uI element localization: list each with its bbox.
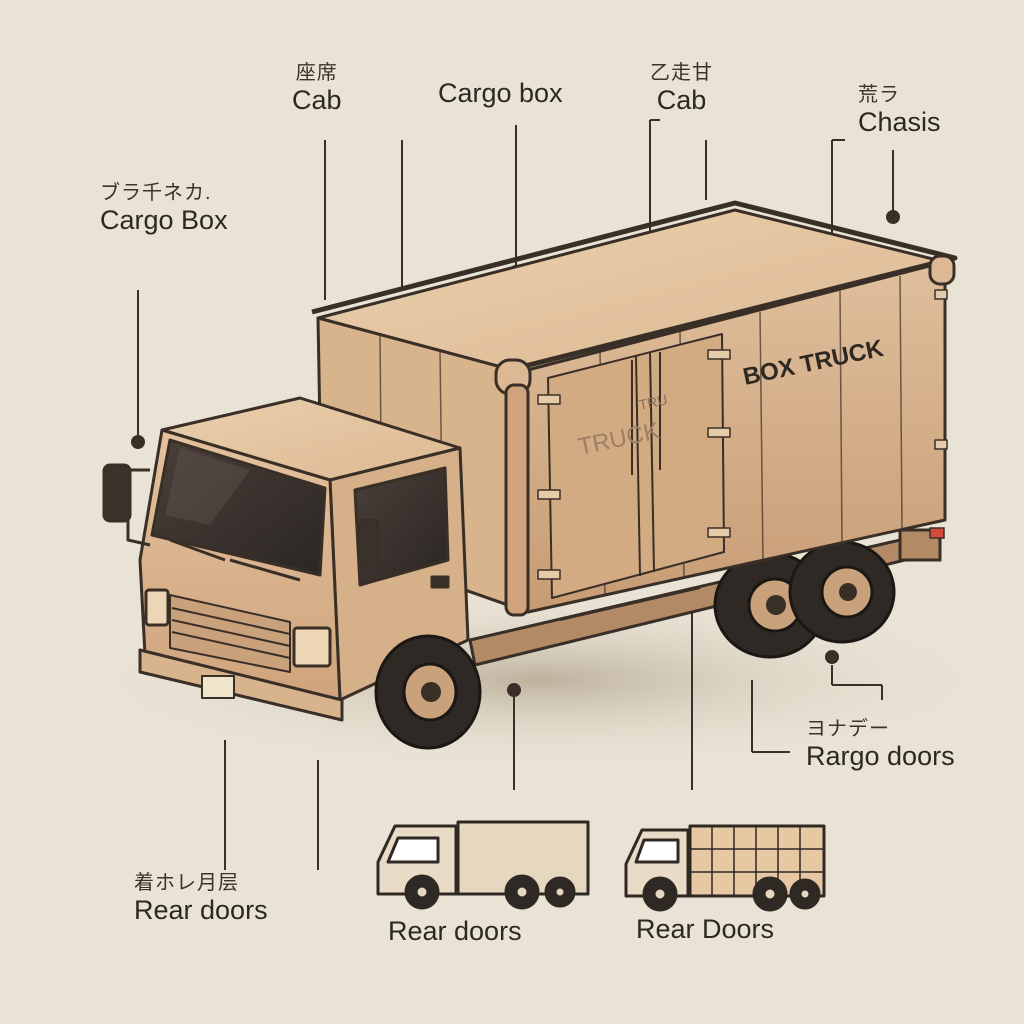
label-rear-doors-left-en: Rear doors — [134, 895, 268, 925]
label-rargo-doors-en: Rargo doors — [806, 741, 955, 771]
label-cab-left: 座席 Cab — [292, 62, 342, 116]
label-rargo-doors-jp: ヨナデー — [806, 718, 890, 740]
label-cargo-box-left-jp: ブラ千ネカ. — [100, 182, 212, 204]
label-cargo-box-top: Cargo box — [438, 78, 563, 109]
label-chasis-en: Chasis — [858, 107, 941, 137]
label-cab-center-jp: 乙走甘 — [650, 62, 713, 84]
front-wheel — [374, 634, 482, 750]
rear-wheels — [713, 540, 896, 659]
thumbnail-left-label: Rear doors — [388, 916, 522, 946]
label-cab-left-en: Cab — [292, 85, 342, 115]
thumbnail-right-label: Rear Doors — [636, 914, 775, 944]
thumbnail-truck-left — [376, 820, 590, 910]
label-chasis-jp: 荒ラ — [858, 84, 900, 106]
label-rear-doors-left-jp: 着ホレ月层 — [134, 872, 239, 894]
label-cargo-box-top-en: Cargo box — [438, 78, 563, 108]
label-cargo-box-left-en: Cargo Box — [100, 205, 228, 235]
cab — [102, 396, 470, 722]
thumbnail-truck-right — [624, 824, 826, 912]
label-cab-center-en: Cab — [656, 85, 707, 115]
label-cargo-box-left: ブラ千ネカ. Cargo Box — [100, 182, 228, 236]
label-chasis: 荒ラ Chasis — [858, 84, 941, 138]
label-rargo-doors: ヨナデー Rargo doors — [806, 718, 955, 772]
label-cab-center: 乙走甘 Cab — [650, 62, 713, 116]
door-text-top: TRU — [637, 391, 668, 413]
label-cab-left-jp: 座席 — [295, 62, 338, 84]
label-rear-doors-left: 着ホレ月层 Rear doors — [134, 872, 268, 926]
